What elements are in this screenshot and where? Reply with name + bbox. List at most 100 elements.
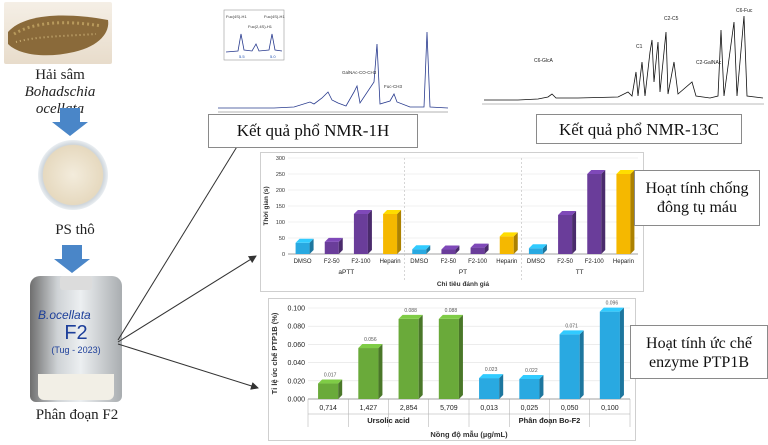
nmr1h-inset-tick-2: 5.0 xyxy=(270,54,276,59)
anticoag-ytick-label: 200 xyxy=(276,188,285,194)
anticoag-ytick-label: 0 xyxy=(282,252,285,258)
anticoag-bar xyxy=(324,237,343,254)
ptp1b-value-label: 0.096 xyxy=(606,301,619,307)
anticoag-ytick-label: 300 xyxy=(276,156,285,162)
nmr1h-spectrum: Fuc(4S)-H1 Fuc(2,4S)-H1 Fuc(4S)-H1 5.5 5… xyxy=(218,9,449,113)
anticoag-bar xyxy=(470,243,489,254)
ptp1b-value-label: 0.023 xyxy=(485,367,498,373)
down-arrow-1 xyxy=(52,108,88,136)
anticoag-bar xyxy=(616,170,635,254)
anticoag-ytick-label: 100 xyxy=(276,220,285,226)
ptp1b-ytick-label: 0.040 xyxy=(287,360,305,367)
anticoag-bar xyxy=(558,210,577,254)
ptp1b-category-label: 0,100 xyxy=(601,405,619,412)
ptp1b-title-box: Hoạt tính ức chế enzyme PTP1B xyxy=(630,325,768,379)
ptp1b-value-label: 0.071 xyxy=(565,323,578,329)
nmr1h-title: Kết quả phổ NMR-1H xyxy=(236,121,390,140)
crude-ps-label: PS thô xyxy=(55,222,95,238)
anticoag-category-label: F2-100 xyxy=(585,259,605,265)
anticoag-group-label: TT xyxy=(576,269,584,276)
vial-text-3: (Tug - 2023) xyxy=(51,345,101,355)
sea-cucumber-photo xyxy=(4,2,112,64)
ptp1b-xlabel: Nồng độ mẫu (µg/mL) xyxy=(430,430,508,439)
anticoag-bar xyxy=(587,170,606,254)
ptp1b-value-label: 0.056 xyxy=(364,337,377,343)
anticoag-bar xyxy=(499,232,518,254)
ptp1b-title-1: Hoạt tính ức chế xyxy=(646,335,752,352)
ptp1b-bar xyxy=(479,374,504,399)
ptp1b-chart: 0.000 0.020 0.040 0.060 0.080 0.100 Tỉ lệ ức c… xyxy=(270,301,631,439)
ptp1b-group-label: Ursolic acid xyxy=(367,416,410,425)
anticoag-bar xyxy=(441,245,460,254)
ptp1b-bar xyxy=(519,374,544,399)
anticoag-ytick-label: 50 xyxy=(279,236,285,242)
anticoag-bar xyxy=(353,210,372,254)
ptp1b-bar xyxy=(559,330,584,399)
ptp1b-ylabel: Tỉ lệ ức chế PTP1B (%) xyxy=(270,312,279,394)
anticoag-group-label: PT xyxy=(459,269,467,276)
anticoag-category-label: Heparin xyxy=(380,259,401,265)
vial-text-1: B.ocellata xyxy=(38,308,91,322)
sea-cucumber-image xyxy=(8,15,109,56)
ptp1b-category-label: 0,013 xyxy=(480,405,498,412)
nmr13c-spectrum: C6-GlcA C1 C2-C5 C2-GalNAc C6-Fuc xyxy=(482,8,764,105)
down-arrow-2 xyxy=(54,245,90,273)
anticoag-category-label: F2-50 xyxy=(324,259,340,265)
ptp1b-ytick-label: 0.000 xyxy=(287,397,305,404)
anticoag-title-2: đông tụ máu xyxy=(657,199,737,216)
nmr13c-peak-label-1: C6-GlcA xyxy=(534,58,554,64)
ptp1b-category-label: 0,050 xyxy=(561,405,579,412)
ptp1b-bar xyxy=(438,314,463,399)
nmr1h-title-box: Kết quả phổ NMR-1H xyxy=(208,114,418,148)
anticoag-category-label: Heparin xyxy=(496,259,517,265)
ptp1b-ytick-label: 0.080 xyxy=(287,324,305,331)
ptp1b-bar xyxy=(318,379,343,399)
anticoag-category-label: DMSO xyxy=(527,259,545,265)
ptp1b-title-2: enzyme PTP1B xyxy=(649,354,749,371)
ptp1b-value-label: 0.022 xyxy=(525,368,538,374)
anticoag-bar xyxy=(295,238,314,254)
nmr13c-title: Kết quả phổ NMR-13C xyxy=(558,120,720,139)
anticoag-category-label: DMSO xyxy=(294,259,312,265)
anticoag-category-label: F2-50 xyxy=(557,259,573,265)
nmr1h-panel: Fuc(4S)-H1 Fuc(2,4S)-H1 Fuc(4S)-H1 5.5 5… xyxy=(214,4,452,116)
ptp1b-ytick-label: 0.060 xyxy=(287,342,305,349)
nmr1h-peak-label-3: Fuc(4S)-H1 xyxy=(264,14,285,19)
nmr13c-panel: C6-GlcA C1 C2-C5 C2-GalNAc C6-Fuc xyxy=(478,2,768,114)
ptp1b-value-label: 0.088 xyxy=(445,308,458,314)
anticoag-title-box: Hoạt tính chống đông tụ máu xyxy=(634,170,760,226)
anticoag-category-label: F2-100 xyxy=(351,259,371,265)
fraction-label: Phân đoạn F2 xyxy=(35,407,119,423)
ptp1b-group-label: Phân đoạn Bo-F2 xyxy=(519,416,581,425)
source-label: Hải sâm xyxy=(35,67,85,83)
ptp1b-value-label: 0.088 xyxy=(404,308,417,314)
nmr13c-title-box: Kết quả phổ NMR-13C xyxy=(536,114,742,144)
nmr1h-peak-label-5: Fuc-CH3 xyxy=(384,84,402,89)
anticoag-category-label: DMSO xyxy=(410,259,428,265)
anticoag-category-label: Heparin xyxy=(613,259,634,265)
nmr13c-peak-label-4: C2-GalNAc xyxy=(696,60,722,66)
nmr13c-peak-label-3: C2-C5 xyxy=(664,16,679,22)
anticoag-ytick-label: 250 xyxy=(276,172,285,178)
nmr1h-peak-label-1: Fuc(4S)-H1 xyxy=(226,14,247,19)
ptp1b-bar xyxy=(398,314,423,399)
nmr1h-peak-label-2: Fuc(2,4S)-H1 xyxy=(248,24,273,29)
anticoag-xlabel: Chỉ tiêu đánh giá xyxy=(437,281,490,288)
ptp1b-category-label: 0,025 xyxy=(521,405,539,412)
ptp1b-ytick-label: 0.100 xyxy=(287,306,305,313)
anticoag-ylabel: Thời gian (s) xyxy=(263,186,270,225)
ptp1b-category-label: 2,854 xyxy=(400,405,418,412)
nmr1h-peak-label-4: GalNAc-CO-CH3 xyxy=(342,70,377,75)
ptp1b-bar xyxy=(358,344,383,399)
anticoag-group-label: aPTT xyxy=(338,269,354,276)
ptp1b-bar xyxy=(599,307,624,399)
anticoag-title-1: Hoạt tính chống xyxy=(645,180,749,197)
nmr13c-peak-label-2: C1 xyxy=(636,44,643,50)
vial-text-2: F2 xyxy=(64,322,88,344)
f2-vial-photo: B.ocellata F2 (Tug - 2023) xyxy=(30,276,122,402)
nmr13c-peak-label-5: C6-Fuc xyxy=(736,8,753,14)
ptp1b-ytick-label: 0.020 xyxy=(287,378,305,385)
ptp1b-category-label: 1,427 xyxy=(360,405,378,412)
